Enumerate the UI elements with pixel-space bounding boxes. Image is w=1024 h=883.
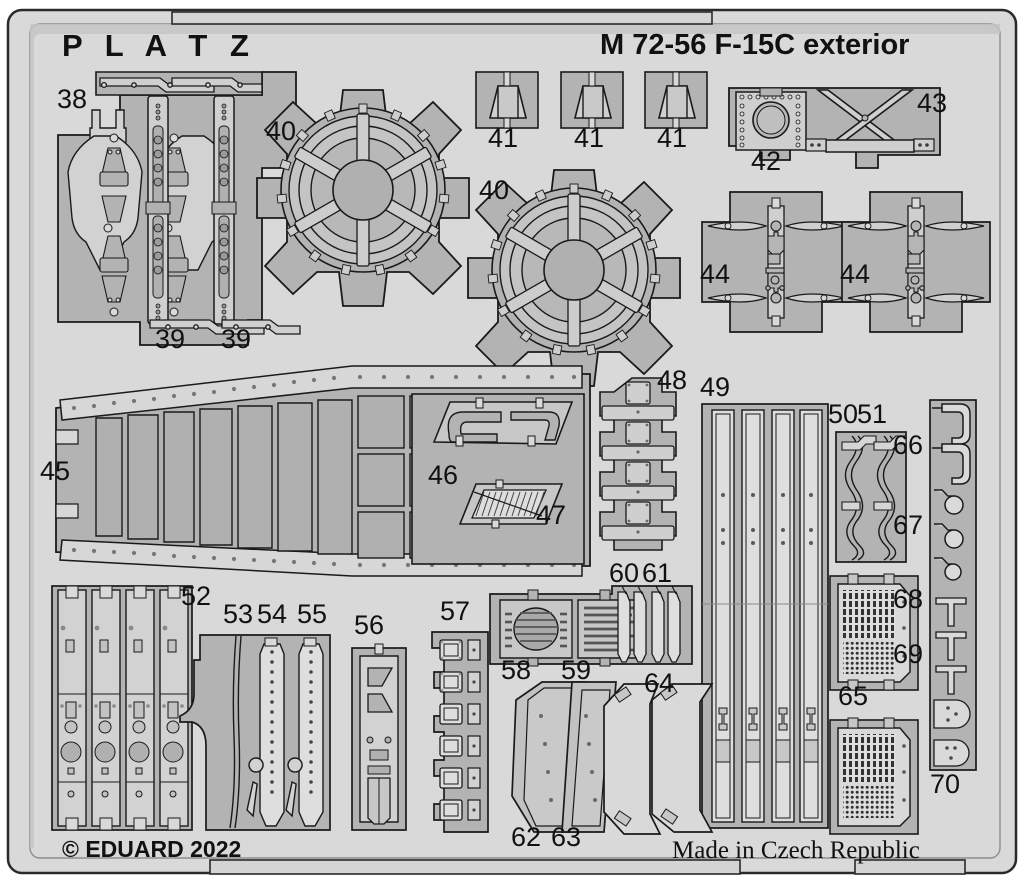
part-58 [499, 589, 573, 667]
part-number-51: 51 [857, 399, 887, 429]
part-number-62: 62 [511, 822, 541, 852]
part-number-50: 50 [828, 399, 858, 429]
part-number-61: 61 [642, 558, 672, 588]
part-50-51 [835, 431, 907, 563]
part-55 [298, 643, 324, 827]
part-62-63-64 [511, 681, 714, 835]
part-40-turbine-a [256, 89, 470, 307]
part-number-53: 53 [223, 599, 253, 629]
part-64 [603, 683, 714, 835]
part-number-42: 42 [751, 146, 781, 176]
part-65-group [829, 573, 919, 835]
part-group-38-39 [57, 71, 301, 346]
sheet-title: M 72-56 F-15C exterior [600, 29, 909, 61]
part-number-40: 40 [266, 116, 296, 146]
part-number-70: 70 [930, 769, 960, 799]
part-number-43: 43 [917, 88, 947, 118]
part-number-66: 66 [893, 430, 923, 460]
part-number-41: 41 [657, 123, 687, 153]
part-53-54-55 [179, 634, 331, 831]
part-45-46-47-block [55, 365, 591, 577]
part-number-49: 49 [700, 372, 730, 402]
part-number-55: 55 [297, 599, 327, 629]
part-number-39: 39 [155, 324, 185, 354]
part-number-67: 67 [893, 510, 923, 540]
part-number-41: 41 [488, 123, 518, 153]
copyright-text: © EDUARD 2022 [62, 836, 241, 862]
part-number-39: 39 [221, 324, 251, 354]
part-number-52: 52 [181, 581, 211, 611]
part-43 [805, 89, 935, 153]
part-66-70-rail [929, 399, 977, 771]
bottom-edge-notch-left [209, 859, 741, 875]
part-54 [259, 643, 285, 827]
part-number-44: 44 [840, 259, 870, 289]
part-47 [458, 479, 564, 529]
part-number-38: 38 [57, 84, 87, 114]
part-49-strips [701, 403, 829, 829]
part-number-59: 59 [561, 655, 591, 685]
part-39-strips [145, 95, 237, 325]
origin-text: Made in Czech Republic [672, 837, 920, 864]
part-42 [735, 87, 807, 151]
part-number-54: 54 [257, 599, 287, 629]
part-number-44: 44 [700, 259, 730, 289]
part-number-64: 64 [644, 668, 674, 698]
part-number-65: 65 [838, 681, 868, 711]
part-52-strips [51, 585, 193, 831]
part-48 [599, 377, 677, 551]
part-number-69: 69 [893, 639, 923, 669]
part-42-43-block [728, 87, 941, 169]
part-60-61-probes [617, 585, 681, 663]
part-number-63: 63 [551, 822, 581, 852]
part-number-46: 46 [428, 460, 458, 490]
part-number-labels: 38 40 41 41 41 42 43 40 39 39 44 44 45 46 47 48 49 505166… [40, 84, 960, 852]
part-number-41: 41 [574, 123, 604, 153]
part-number-58: 58 [501, 655, 531, 685]
part-40-turbine-b [467, 169, 681, 387]
part-number-57: 57 [440, 596, 470, 626]
part-number-48: 48 [657, 365, 687, 395]
part-number-45: 45 [40, 456, 70, 486]
part-46 [432, 397, 574, 447]
part-number-60: 60 [609, 558, 639, 588]
part-44-group [701, 191, 991, 333]
bottom-edge-notch-right [854, 859, 966, 875]
part-number-68: 68 [893, 584, 923, 614]
brand-logo: P L A T Z [62, 28, 256, 63]
part-number-40: 40 [479, 175, 509, 205]
top-edge-notch [171, 11, 713, 25]
part-58-61-block [489, 585, 693, 667]
part-57 [431, 631, 489, 833]
part-number-47: 47 [536, 500, 566, 530]
part-41-group [475, 71, 708, 129]
part-56 [351, 643, 407, 831]
part-number-56: 56 [354, 610, 384, 640]
part-53 [229, 635, 242, 829]
